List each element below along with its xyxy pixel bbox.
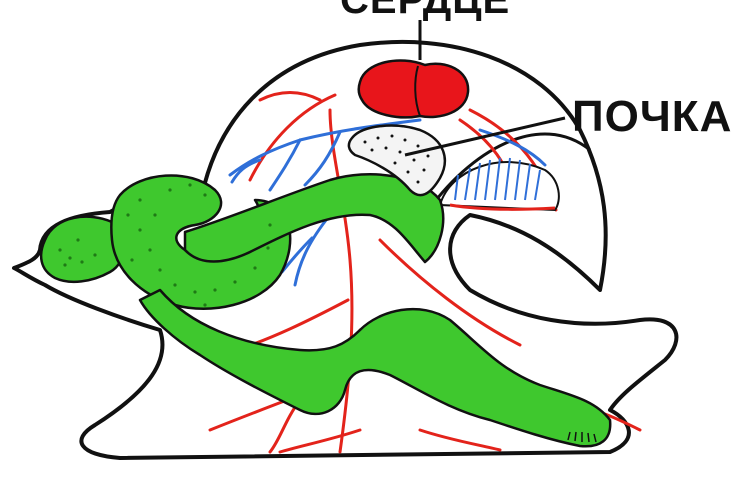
kidney-label: ПОЧКА [572, 92, 732, 142]
heart-label: СЕРДЦЕ [340, 0, 510, 23]
heart [359, 60, 468, 117]
